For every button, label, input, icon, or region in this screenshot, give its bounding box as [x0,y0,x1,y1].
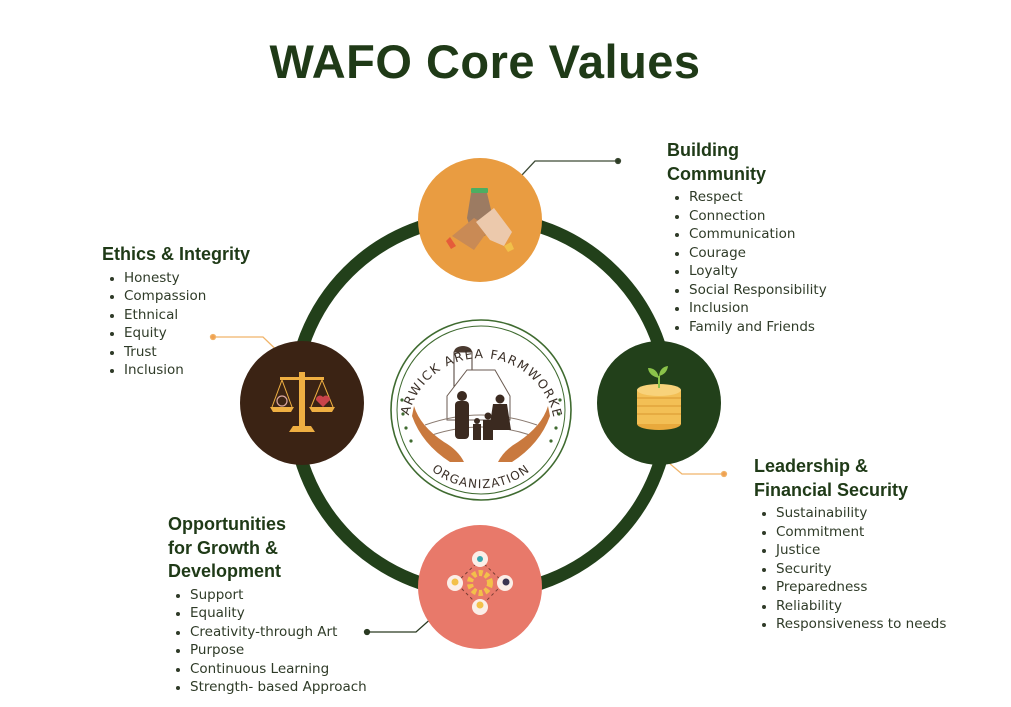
list-item: Inclusion [102,361,250,380]
list-item: Honesty [102,269,250,288]
list-item: Trust [102,343,250,362]
list-item: Respect [667,188,827,207]
growth-list: Support Equality Creativity-through Art … [168,586,367,697]
list-item: Preparedness [754,578,946,597]
list-item: Inclusion [667,299,827,318]
list-item: Family and Friends [667,318,827,337]
list-item: Security [754,560,946,579]
joined-hands-icon [446,188,514,252]
list-item: Loyalty [667,262,827,281]
list-item: Justice [754,541,946,560]
list-item: Commitment [754,523,946,542]
section-ethics: Ethics & Integrity Honesty Compassion Et… [102,243,250,380]
leadership-circle [597,341,721,465]
list-item: Ethnical [102,306,250,325]
left-hand [412,406,464,462]
growth-circle [418,525,542,649]
list-item: Equity [102,324,250,343]
ethics-list: Honesty Compassion Ethnical Equity Trust… [102,269,250,380]
list-item: Courage [667,244,827,263]
list-item: Equality [168,604,367,623]
community-list: Respect Connection Communication Courage… [667,188,827,336]
coin-stack-sprout-icon [637,366,681,430]
balance-scale-icon [270,372,335,432]
list-item: Reliability [754,597,946,616]
list-item: Support [168,586,367,605]
list-item: Connection [667,207,827,226]
list-item: Strength- based Approach [168,678,367,697]
community-circle [418,158,542,282]
leadership-list: Sustainability Commitment Justice Securi… [754,504,946,634]
ethics-circle [240,341,364,465]
list-item: Continuous Learning [168,660,367,679]
list-item: Responsiveness to needs [754,615,946,634]
gear-ideas-icon [447,551,513,615]
list-item: Social Responsibility [667,281,827,300]
page-title: WAFO Core Values [269,35,701,88]
list-item: Purpose [168,641,367,660]
list-item: Communication [667,225,827,244]
right-hand [498,406,550,462]
section-leadership: Leadership &Financial Security Sustainab… [754,455,946,634]
ethics-heading: Ethics & Integrity [102,244,251,264]
leadership-heading: Leadership &Financial Security [754,456,909,500]
list-item: Compassion [102,287,250,306]
list-item: Creativity-through Art [168,623,367,642]
list-item: Sustainability [754,504,946,523]
